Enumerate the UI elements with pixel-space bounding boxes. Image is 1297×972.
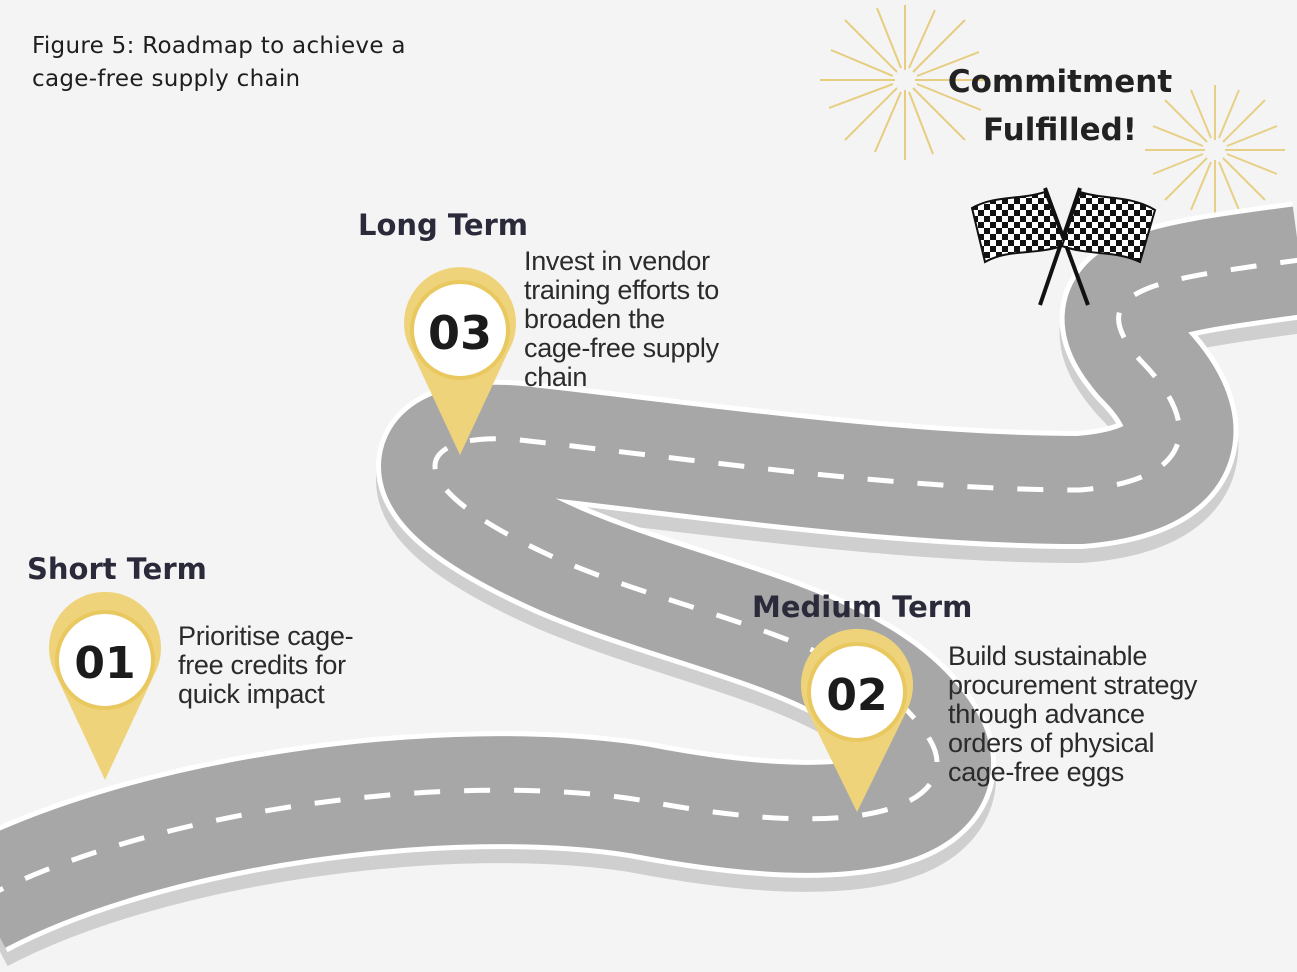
- stage-description-long-term: Invest in vendor training efforts to bro…: [524, 246, 719, 392]
- stage-number-02: 02: [826, 670, 887, 721]
- stage-title-medium-term: Medium Term: [752, 590, 973, 624]
- firework-icon: [820, 5, 990, 160]
- goal-label: Commitment Fulfilled!: [935, 58, 1185, 154]
- figure-caption: Figure 5: Roadmap to achieve a cage-free…: [32, 33, 406, 92]
- location-pin-icon: [404, 267, 517, 455]
- goal-line-1: Commitment: [947, 64, 1173, 100]
- firework-icon: [1145, 85, 1285, 215]
- location-pin-icon: [49, 591, 161, 780]
- stage-number-01: 01: [74, 638, 135, 689]
- stage-number-03: 03: [428, 306, 492, 360]
- stage-title-short-term: Short Term: [27, 552, 207, 586]
- location-pin-icon: [801, 628, 913, 812]
- goal-line-2: Fulfilled!: [983, 112, 1137, 148]
- checkered-flags-icon: [970, 187, 1157, 306]
- lane-marking: [0, 257, 1297, 893]
- stage-description-medium-term: Build sustainable procurement strategy t…: [948, 641, 1198, 787]
- stage-description-short-term: Prioritise cage-free credits for quick i…: [178, 621, 354, 709]
- stage-title-long-term: Long Term: [358, 208, 529, 242]
